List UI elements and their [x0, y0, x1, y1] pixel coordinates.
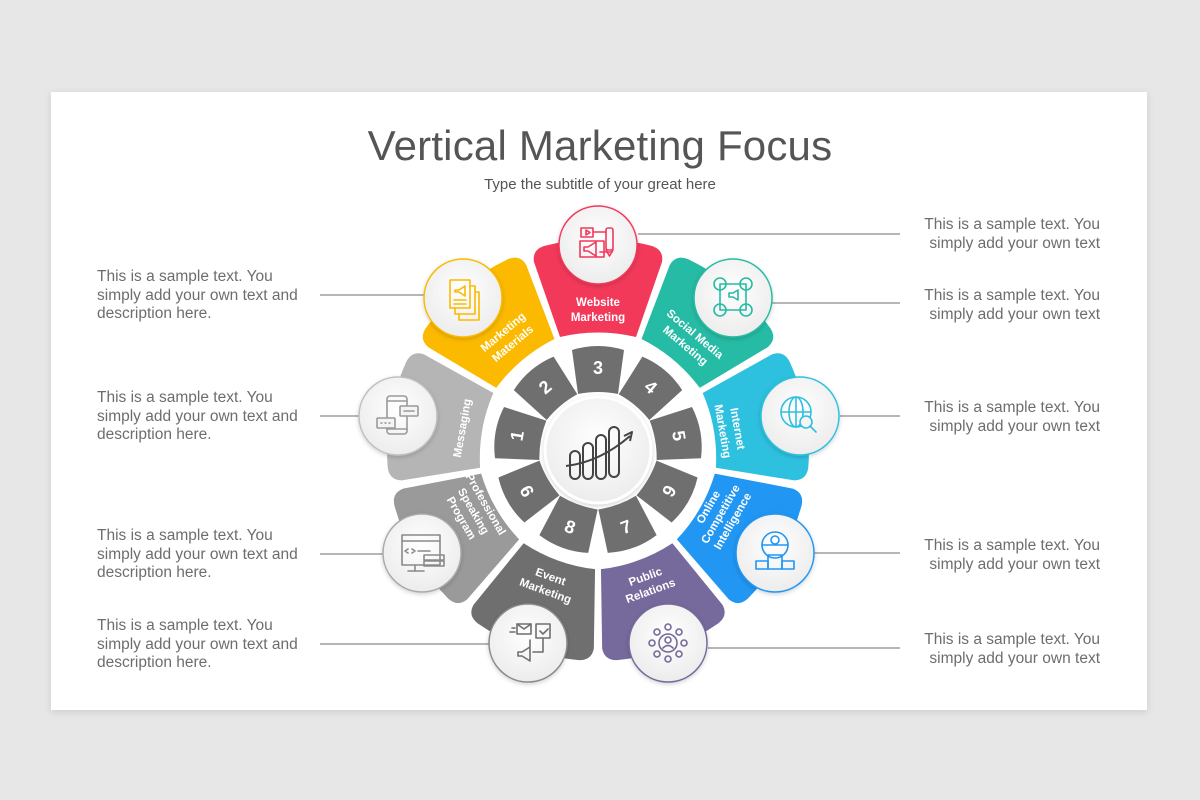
- icon-circle-public-relations[interactable]: [628, 603, 708, 683]
- connector-lines: [320, 233, 900, 649]
- segment-9[interactable]: [495, 455, 563, 524]
- segment-number-1: 1: [507, 429, 528, 442]
- svg-text:Website: Website: [576, 297, 620, 309]
- icon-circle-online-competitive-intelligence[interactable]: [735, 513, 815, 593]
- segment-5[interactable]: [649, 406, 705, 466]
- segment-4[interactable]: [614, 354, 685, 424]
- code-monitor-icon: [401, 534, 445, 572]
- segment-number-5: 5: [668, 429, 689, 442]
- globe-search-icon: [780, 396, 817, 433]
- documents-icon: [449, 279, 480, 321]
- description-right-5: This is a sample text. You simply add yo…: [924, 631, 1100, 667]
- network-person-icon: [648, 623, 688, 663]
- icon-circle-event-marketing[interactable]: [488, 603, 568, 683]
- segment-2[interactable]: [511, 354, 582, 424]
- icon-circle-social-media-marketing[interactable]: [693, 258, 773, 338]
- description-left-1: This is a sample text. You simply add yo…: [97, 268, 298, 322]
- description-right-1: This is a sample text. You simply add yo…: [924, 216, 1100, 252]
- icon-circle-website-marketing[interactable]: [558, 205, 638, 285]
- segment-1[interactable]: [491, 406, 547, 466]
- segment-8[interactable]: [538, 494, 603, 557]
- chat-phone-icon: [376, 395, 419, 435]
- description-left-2: This is a sample text. You simply add yo…: [97, 389, 298, 443]
- description-right-2: This is a sample text. You simply add yo…: [924, 287, 1100, 323]
- svg-text:Marketing: Marketing: [571, 312, 625, 324]
- megaphone-website-icon: [579, 227, 614, 258]
- podium-globe-icon: [755, 531, 795, 570]
- segment-3[interactable]: [572, 346, 624, 394]
- icon-circle-marketing-materials[interactable]: [423, 258, 503, 338]
- description-right-3: This is a sample text. You simply add yo…: [924, 399, 1100, 435]
- event-calendar-icon: [509, 623, 551, 662]
- description-right-4: This is a sample text. You simply add yo…: [924, 537, 1100, 573]
- icon-circle-internet-marketing[interactable]: [760, 376, 840, 456]
- segment-7[interactable]: [593, 494, 658, 557]
- page-subtitle: Type the subtitle of your great here: [484, 176, 716, 193]
- social-network-icon: [713, 277, 753, 317]
- description-left-3: This is a sample text. You simply add yo…: [97, 527, 298, 581]
- number-ring: [491, 346, 705, 557]
- label-website-marketing: Website Marketing: [571, 297, 625, 324]
- segment-6[interactable]: [633, 455, 701, 524]
- page-title: Vertical Marketing Focus: [367, 122, 833, 169]
- center-hub: [543, 395, 653, 505]
- description-left-4: This is a sample text. You simply add yo…: [97, 617, 298, 671]
- icon-circle-professional-speaking-program[interactable]: [382, 513, 462, 593]
- growth-chart-icon: [565, 426, 633, 480]
- icon-circle-messaging[interactable]: [358, 376, 438, 456]
- segment-number-3: 3: [593, 358, 603, 378]
